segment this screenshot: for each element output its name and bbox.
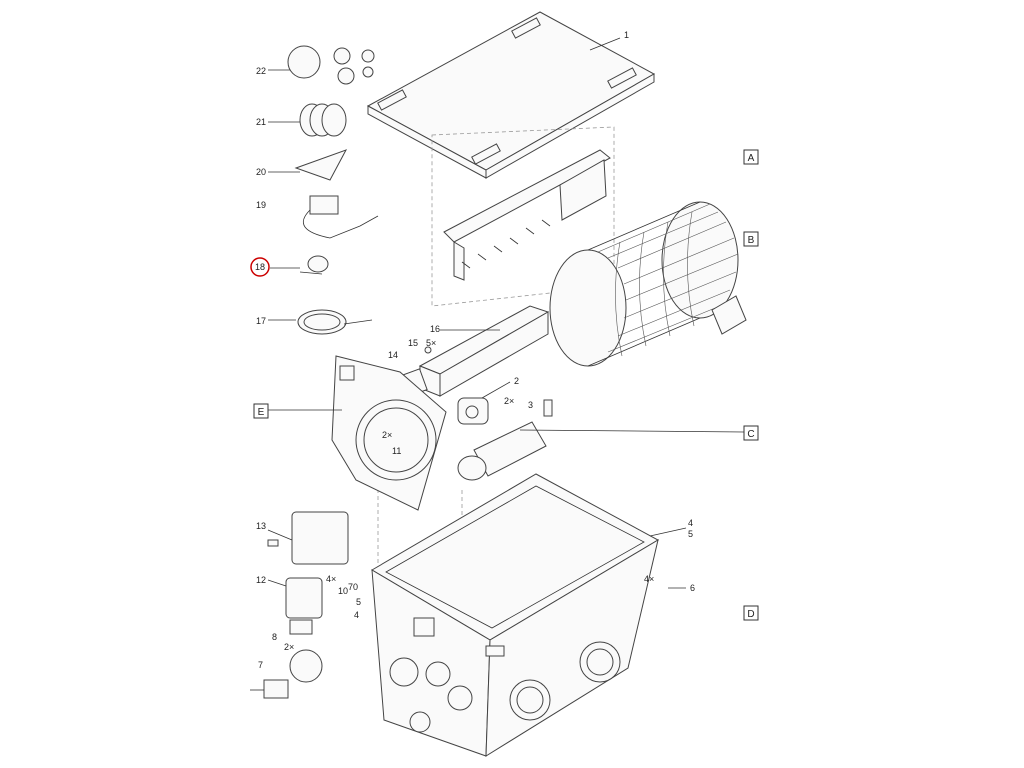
leader-lines <box>267 69 745 589</box>
part-19-control-unit <box>303 195 379 239</box>
part-12-module <box>285 577 323 635</box>
callout-11: 11 <box>392 446 401 456</box>
highlight-circle <box>250 257 270 277</box>
section-label-b: B <box>748 235 755 246</box>
part-d-container <box>371 473 660 757</box>
multiplier-2x-3: 2× <box>504 396 514 406</box>
section-markers: A B C D E <box>253 149 759 621</box>
multiplier-2x-8: 2× <box>284 642 294 652</box>
part-c-pump <box>457 421 547 481</box>
section-label-a: A <box>748 153 755 164</box>
rail-assembly <box>443 149 611 281</box>
callout-15: 15 <box>408 338 418 348</box>
part-3-fitting <box>543 399 553 417</box>
multiplier-4x-70: 4× <box>326 574 336 584</box>
section-label-d: D <box>747 609 754 620</box>
callout-12: 12 <box>256 575 266 585</box>
callout-70: 70 <box>348 582 358 592</box>
part-22-fittings <box>287 45 375 85</box>
callout-6: 6 <box>690 583 695 593</box>
part-16-channel <box>418 305 550 397</box>
callout-4: 4 <box>688 518 693 528</box>
section-label-c: C <box>747 429 754 440</box>
section-label-e: E <box>258 407 265 418</box>
part-15-screw <box>424 346 432 354</box>
callout-5: 5 <box>688 529 693 539</box>
part-7-plug <box>250 649 323 699</box>
callout-7: 7 <box>258 660 263 670</box>
part-18-tape <box>299 255 329 275</box>
callout-16: 16 <box>430 324 440 334</box>
callout-1: 1 <box>624 30 629 40</box>
callout-5-lower: 5 <box>356 597 361 607</box>
multiplier-2x-11: 2× <box>382 430 392 440</box>
part-e-panel <box>331 355 447 511</box>
callout-20: 20 <box>256 167 266 177</box>
callout-8: 8 <box>272 632 277 642</box>
callout-21: 21 <box>256 117 266 127</box>
part-17-cable-coil <box>297 309 373 335</box>
callout-22: 22 <box>256 66 266 76</box>
part-2-valve <box>457 397 489 425</box>
part-13-connector <box>267 511 349 565</box>
part-21-hose <box>299 103 347 137</box>
drum-filter <box>549 201 747 367</box>
callout-19: 19 <box>256 200 266 210</box>
part-1-lid <box>366 11 656 179</box>
multiplier-4x-6: 4× <box>644 574 654 584</box>
callout-labels: 1 2 3 4 5 6 7 8 10 11 12 13 14 15 16 17 … <box>255 30 695 670</box>
callout-14: 14 <box>388 350 398 360</box>
callout-10: 10 <box>338 586 348 596</box>
callout-4-lower: 4 <box>354 610 359 620</box>
callout-13: 13 <box>256 521 266 531</box>
callout-17: 17 <box>256 316 266 326</box>
callout-3: 3 <box>528 400 533 410</box>
callout-2: 2 <box>514 376 519 386</box>
callout-18: 18 <box>255 262 265 272</box>
part-20-bracket <box>294 149 348 181</box>
multiplier-5x: 5× <box>426 338 436 348</box>
